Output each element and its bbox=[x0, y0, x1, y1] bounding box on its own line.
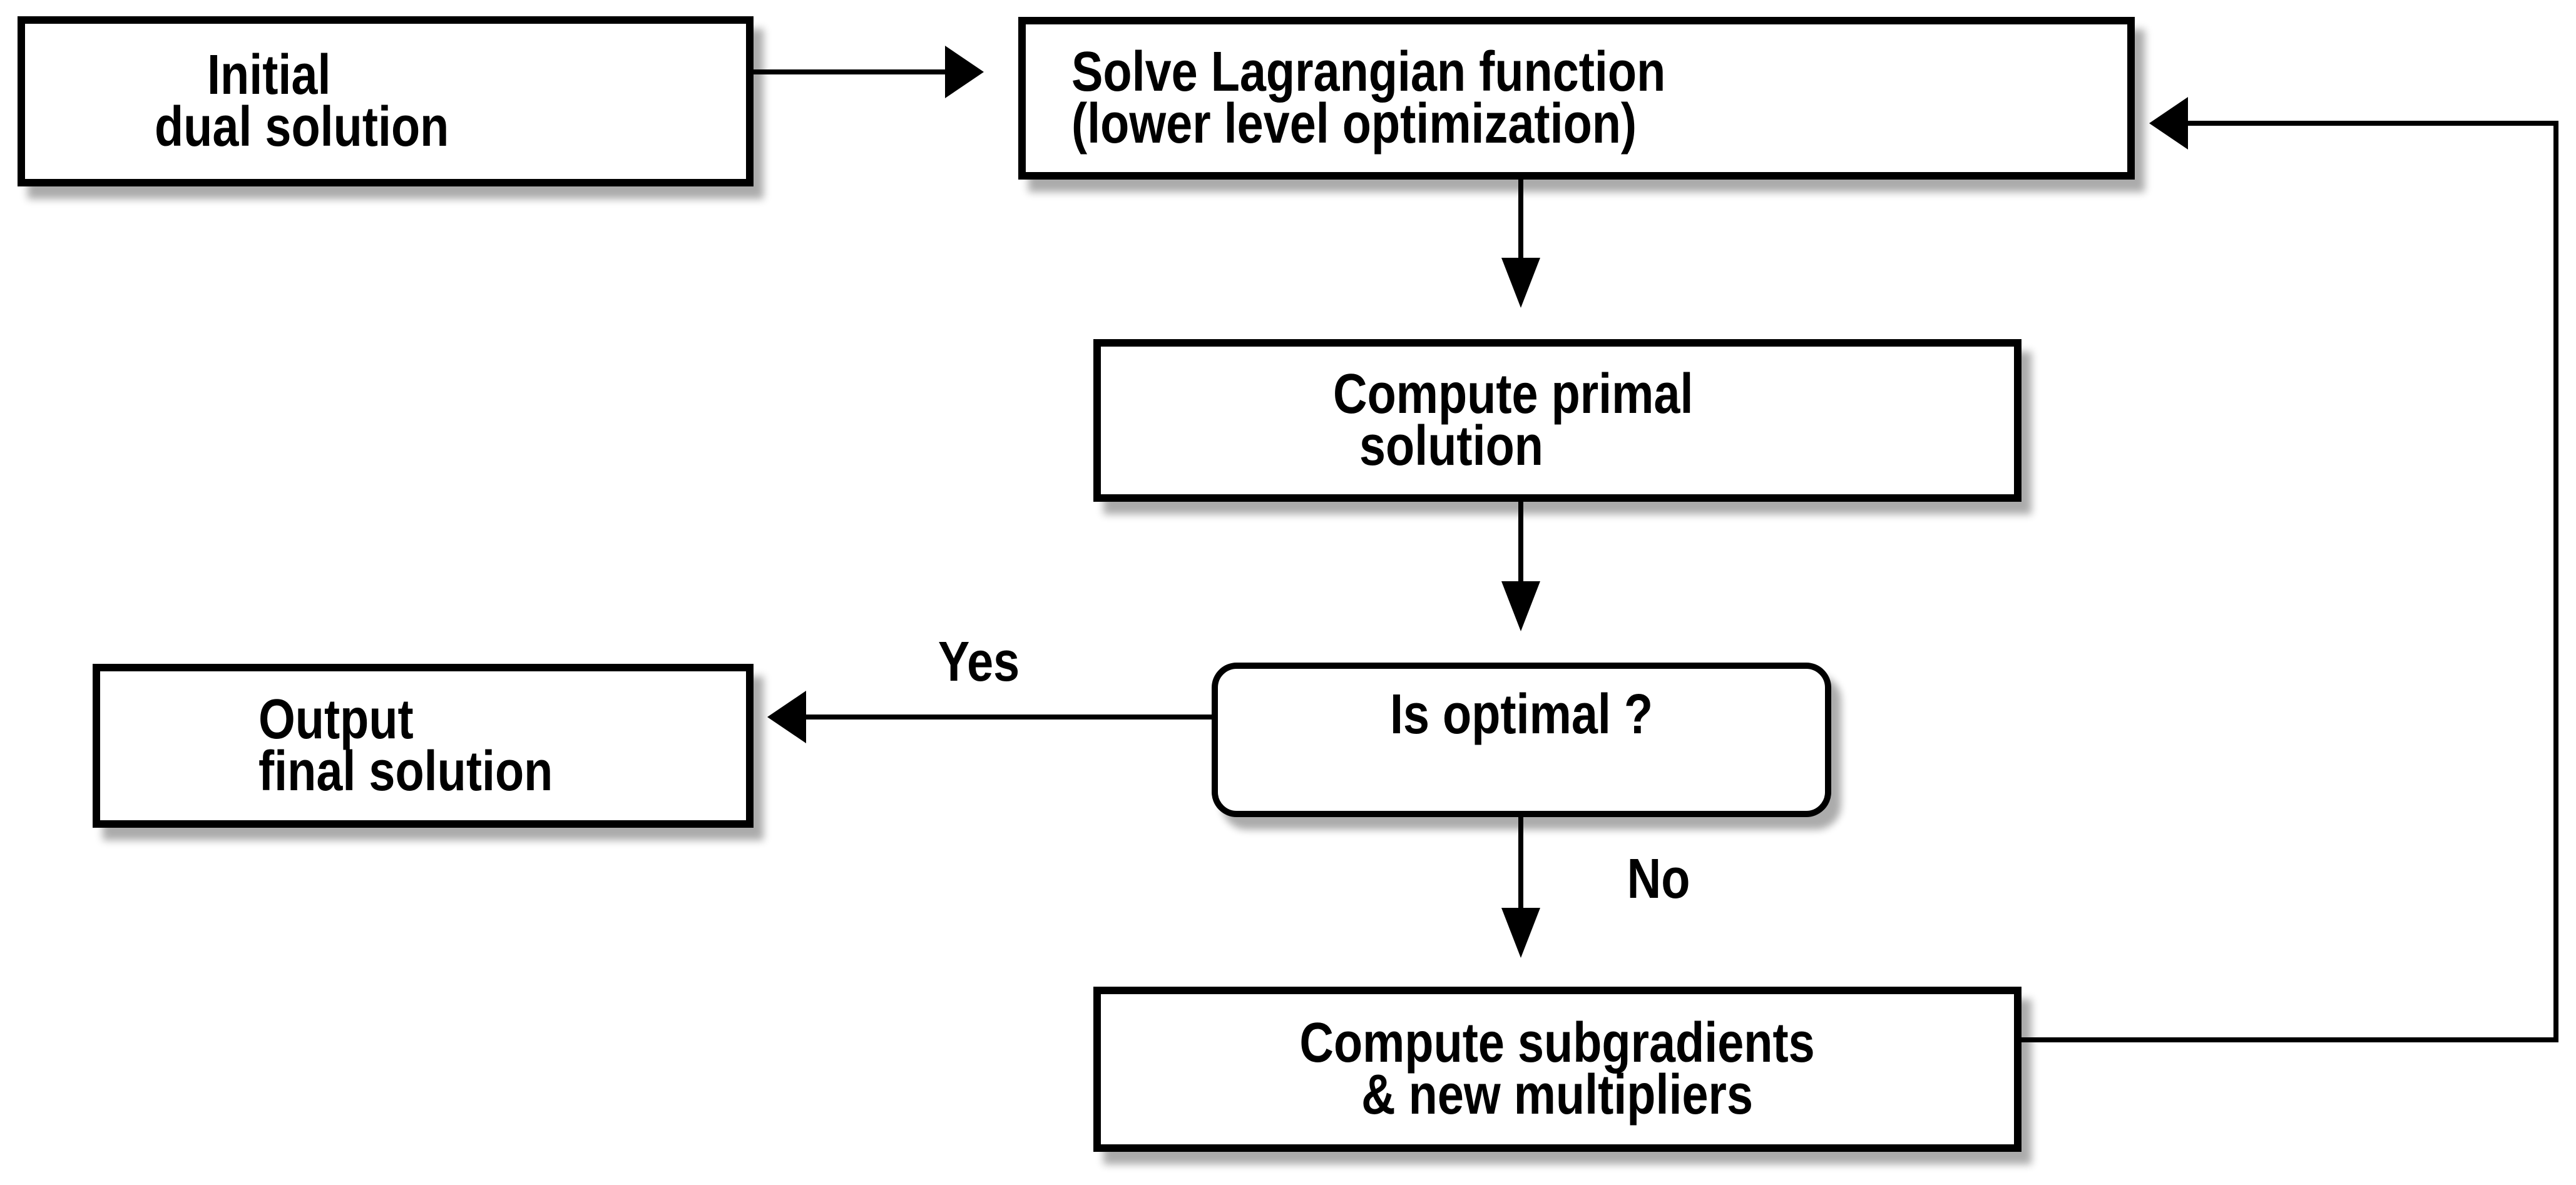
node-compute-subgradients-new-multipliers: Compute subgradients & new multipliers bbox=[1093, 987, 2021, 1152]
arrowhead-right-icon bbox=[945, 46, 984, 98]
arrowhead-left-icon bbox=[2149, 97, 2188, 150]
edge-subgradients-to-solve-bottom-segment bbox=[2014, 1037, 2558, 1042]
node-solve-lagrangian-function: Solve Lagrangian function (lower level o… bbox=[1018, 17, 2135, 180]
node-compute-primal-solution: Compute primal solution bbox=[1093, 339, 2021, 502]
edge-subgradients-to-solve-top-segment bbox=[2188, 121, 2558, 126]
node-initial-dual-solution: Initial dual solution bbox=[18, 16, 754, 186]
edge-label-no: No bbox=[1627, 848, 1690, 910]
node-output-final-solution: Output final solution bbox=[93, 664, 754, 828]
node-initial-dual-solution-label: Initial dual solution bbox=[155, 44, 449, 158]
edge-primal-to-decision-line bbox=[1518, 502, 1523, 581]
arrowhead-down-icon bbox=[1501, 258, 1540, 308]
node-is-optimal-decision: Is optimal ? bbox=[1212, 663, 1831, 817]
arrowhead-down-icon bbox=[1501, 581, 1540, 631]
node-is-optimal-decision-label: Is optimal ? bbox=[1389, 683, 1653, 746]
edge-label-yes: Yes bbox=[938, 631, 1020, 693]
edge-initial-to-solve-line bbox=[754, 69, 946, 74]
arrowhead-down-icon bbox=[1501, 908, 1540, 958]
arrowhead-left-icon bbox=[767, 691, 806, 743]
edge-decision-to-output-line bbox=[806, 715, 1212, 720]
node-compute-primal-solution-label: Compute primal solution bbox=[1333, 363, 1694, 477]
node-output-final-solution-label: Output final solution bbox=[258, 688, 553, 803]
edge-solve-to-primal-line bbox=[1518, 180, 1523, 258]
edge-decision-to-subgradients-line bbox=[1518, 817, 1523, 908]
node-compute-subgradients-new-multipliers-label: Compute subgradients & new multipliers bbox=[1299, 1012, 1816, 1126]
edge-subgradients-to-solve-right-segment bbox=[2553, 121, 2558, 1042]
node-solve-lagrangian-function-label: Solve Lagrangian function (lower level o… bbox=[1071, 41, 1666, 155]
